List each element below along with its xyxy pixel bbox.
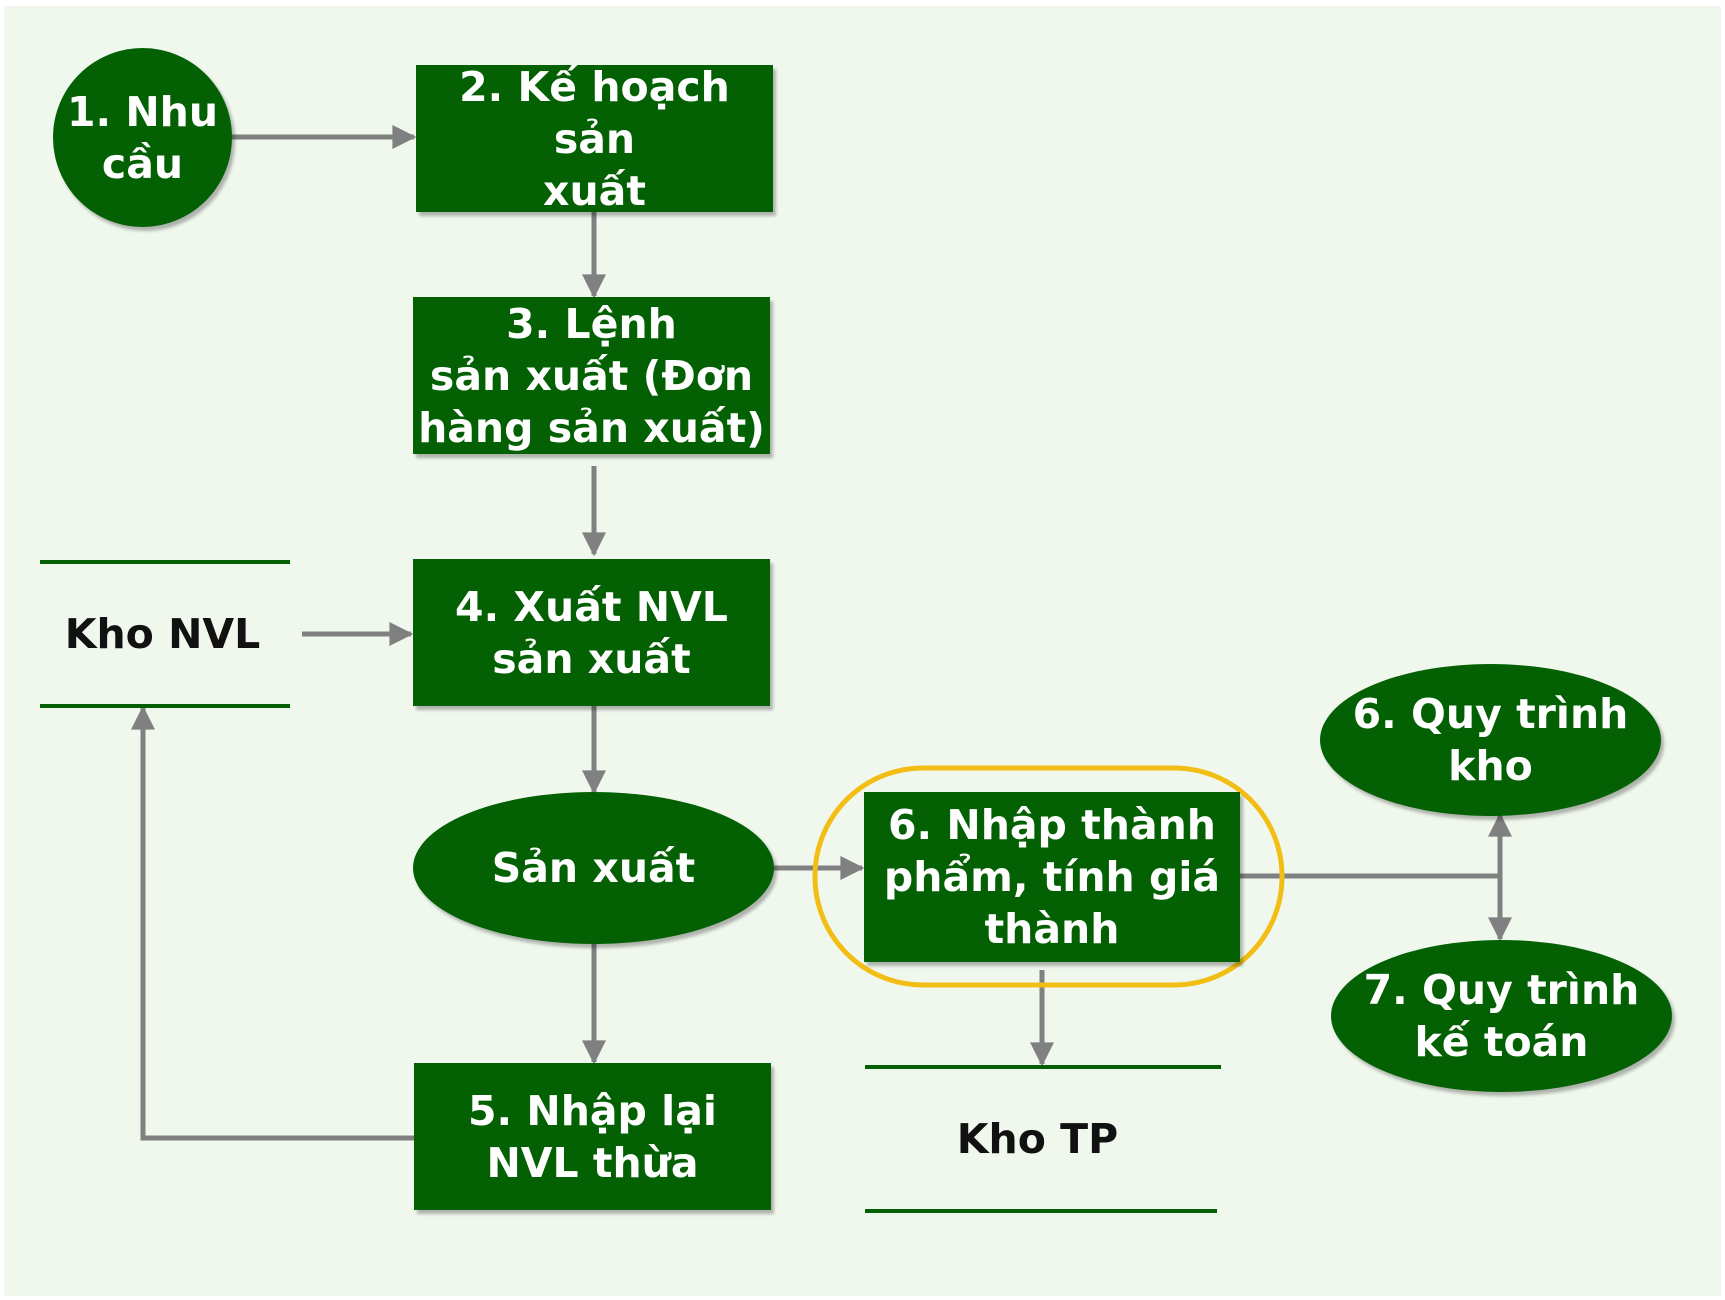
node-accounting-process[interactable]: 7. Quy trình kế toán	[1331, 940, 1672, 1092]
node-demand[interactable]: 1. Nhu cầu	[53, 48, 232, 227]
finished-goods-store[interactable]: Kho TP	[956, 1115, 1119, 1163]
finished-store-top-line	[865, 1065, 1221, 1069]
highlight-ring	[812, 765, 1285, 988]
node-material-issue[interactable]: 4. Xuất NVL sản xuất	[413, 559, 770, 706]
raw-material-store[interactable]: Kho NVL	[64, 610, 261, 658]
node-production-order[interactable]: 3. Lệnh sản xuất (Đơn hàng sản xuất)	[413, 297, 770, 454]
arrow-return-to-raw-store	[131, 705, 414, 1141]
node-material-return[interactable]: 5. Nhập lại NVL thừa	[414, 1063, 771, 1210]
raw-store-top-line	[40, 560, 290, 564]
node-finished-goods-receipt[interactable]: 6. Nhập thành phẩm, tính giá thành	[864, 792, 1240, 962]
node-warehouse-process[interactable]: 6. Quy trình kho	[1320, 664, 1661, 816]
raw-store-bottom-line	[40, 704, 290, 708]
node-production[interactable]: Sản xuất	[413, 792, 774, 944]
finished-store-bottom-line	[865, 1209, 1217, 1213]
node-production-plan[interactable]: 2. Kế hoạch sản xuất	[416, 63, 773, 215]
